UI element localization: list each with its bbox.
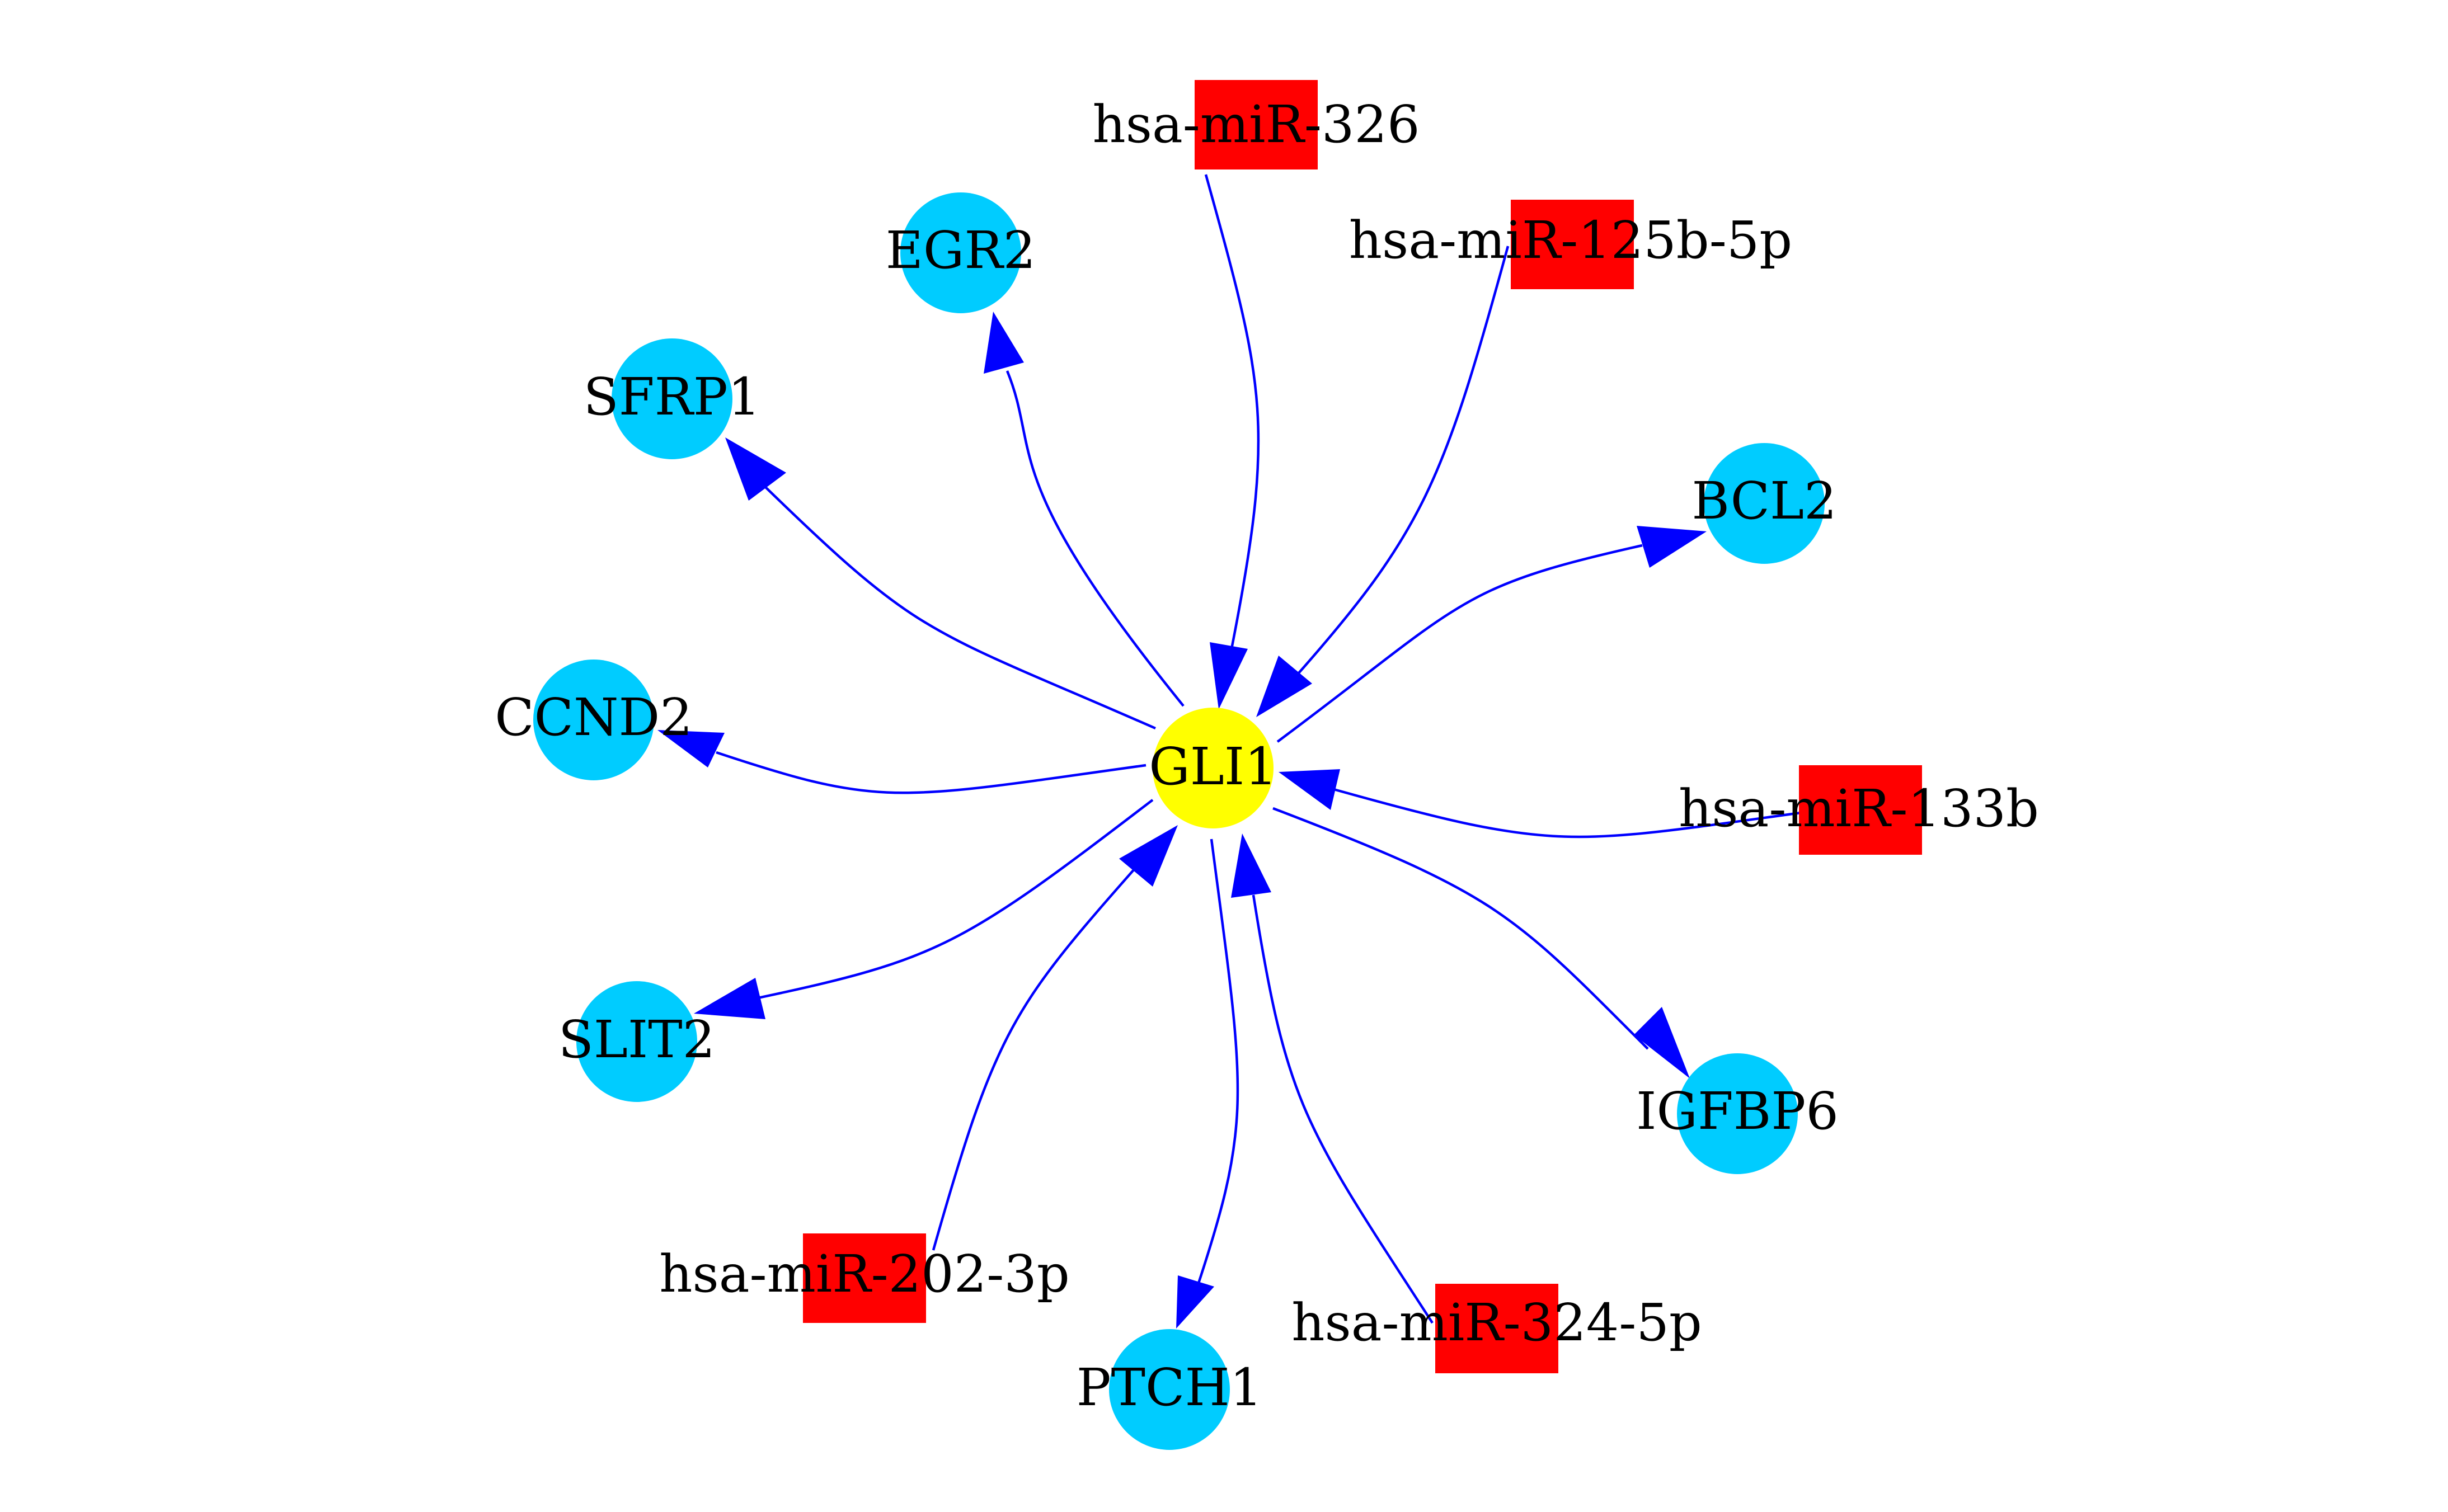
ptch1-node[interactable] — [1109, 1329, 1230, 1450]
mir326-node[interactable] — [1195, 80, 1318, 169]
edge-gli1-to-egr2 — [984, 312, 1185, 707]
mir133b-label: hsa-miR-133b — [1679, 779, 2039, 839]
ccnd2-label: CCND2 — [495, 687, 693, 747]
edge-mir326-to-gli1 — [1204, 174, 1260, 709]
edge-gli1-to-slit2 — [694, 799, 1154, 1019]
bcl2-node[interactable] — [1704, 443, 1825, 564]
edge-gli1-to-ptch1 — [1176, 839, 1239, 1329]
mir326-label: hsa-miR-326 — [1092, 95, 1420, 154]
edge-gli1-to-sfrp1 — [725, 437, 1156, 730]
mir133b-node[interactable] — [1799, 765, 1922, 855]
mir324-node[interactable] — [1435, 1284, 1558, 1373]
nodes-layer — [533, 80, 1922, 1450]
mir125b-node[interactable] — [1511, 200, 1634, 289]
gli1-label: GLI1 — [1149, 737, 1277, 797]
igfbp6-node[interactable] — [1677, 1053, 1798, 1174]
edge-mir202-to-gli1 — [932, 825, 1178, 1251]
edge-gli1-to-igfbp6 — [1272, 807, 1690, 1078]
edges-layer — [657, 174, 1813, 1329]
ccnd2-node[interactable] — [533, 660, 654, 780]
egr2-label: EGR2 — [886, 220, 1036, 280]
mir125b-label: hsa-miR-125b-5p — [1349, 210, 1792, 270]
edge-mir324-to-gli1 — [1231, 833, 1434, 1324]
egr2-node[interactable] — [900, 192, 1021, 313]
mir202-label: hsa-miR-202-3p — [659, 1244, 1070, 1304]
ptch1-label: PTCH1 — [1077, 1358, 1262, 1417]
edge-gli1-to-bcl2 — [1276, 526, 1707, 743]
gli1-node[interactable] — [1153, 708, 1274, 828]
mir202-node[interactable] — [803, 1233, 926, 1323]
slit2-label: SLIT2 — [558, 1010, 715, 1070]
edge-mir125b-to-gli1 — [1256, 246, 1510, 717]
sfrp1-label: SFRP1 — [584, 367, 761, 427]
edge-mir133b-to-gli1 — [1279, 769, 1813, 839]
sfrp1-node[interactable] — [612, 338, 732, 459]
mir324-label: hsa-miR-324-5p — [1291, 1293, 1702, 1353]
slit2-node[interactable] — [576, 981, 697, 1102]
edge-gli1-to-ccnd2 — [657, 730, 1147, 794]
igfbp6-label: IGFBP6 — [1636, 1081, 1839, 1141]
labels-layer: hsa-miR-326 hsa-miR-125b-5p hsa-miR-133b… — [495, 95, 2039, 1417]
bcl2-label: BCL2 — [1691, 471, 1836, 531]
